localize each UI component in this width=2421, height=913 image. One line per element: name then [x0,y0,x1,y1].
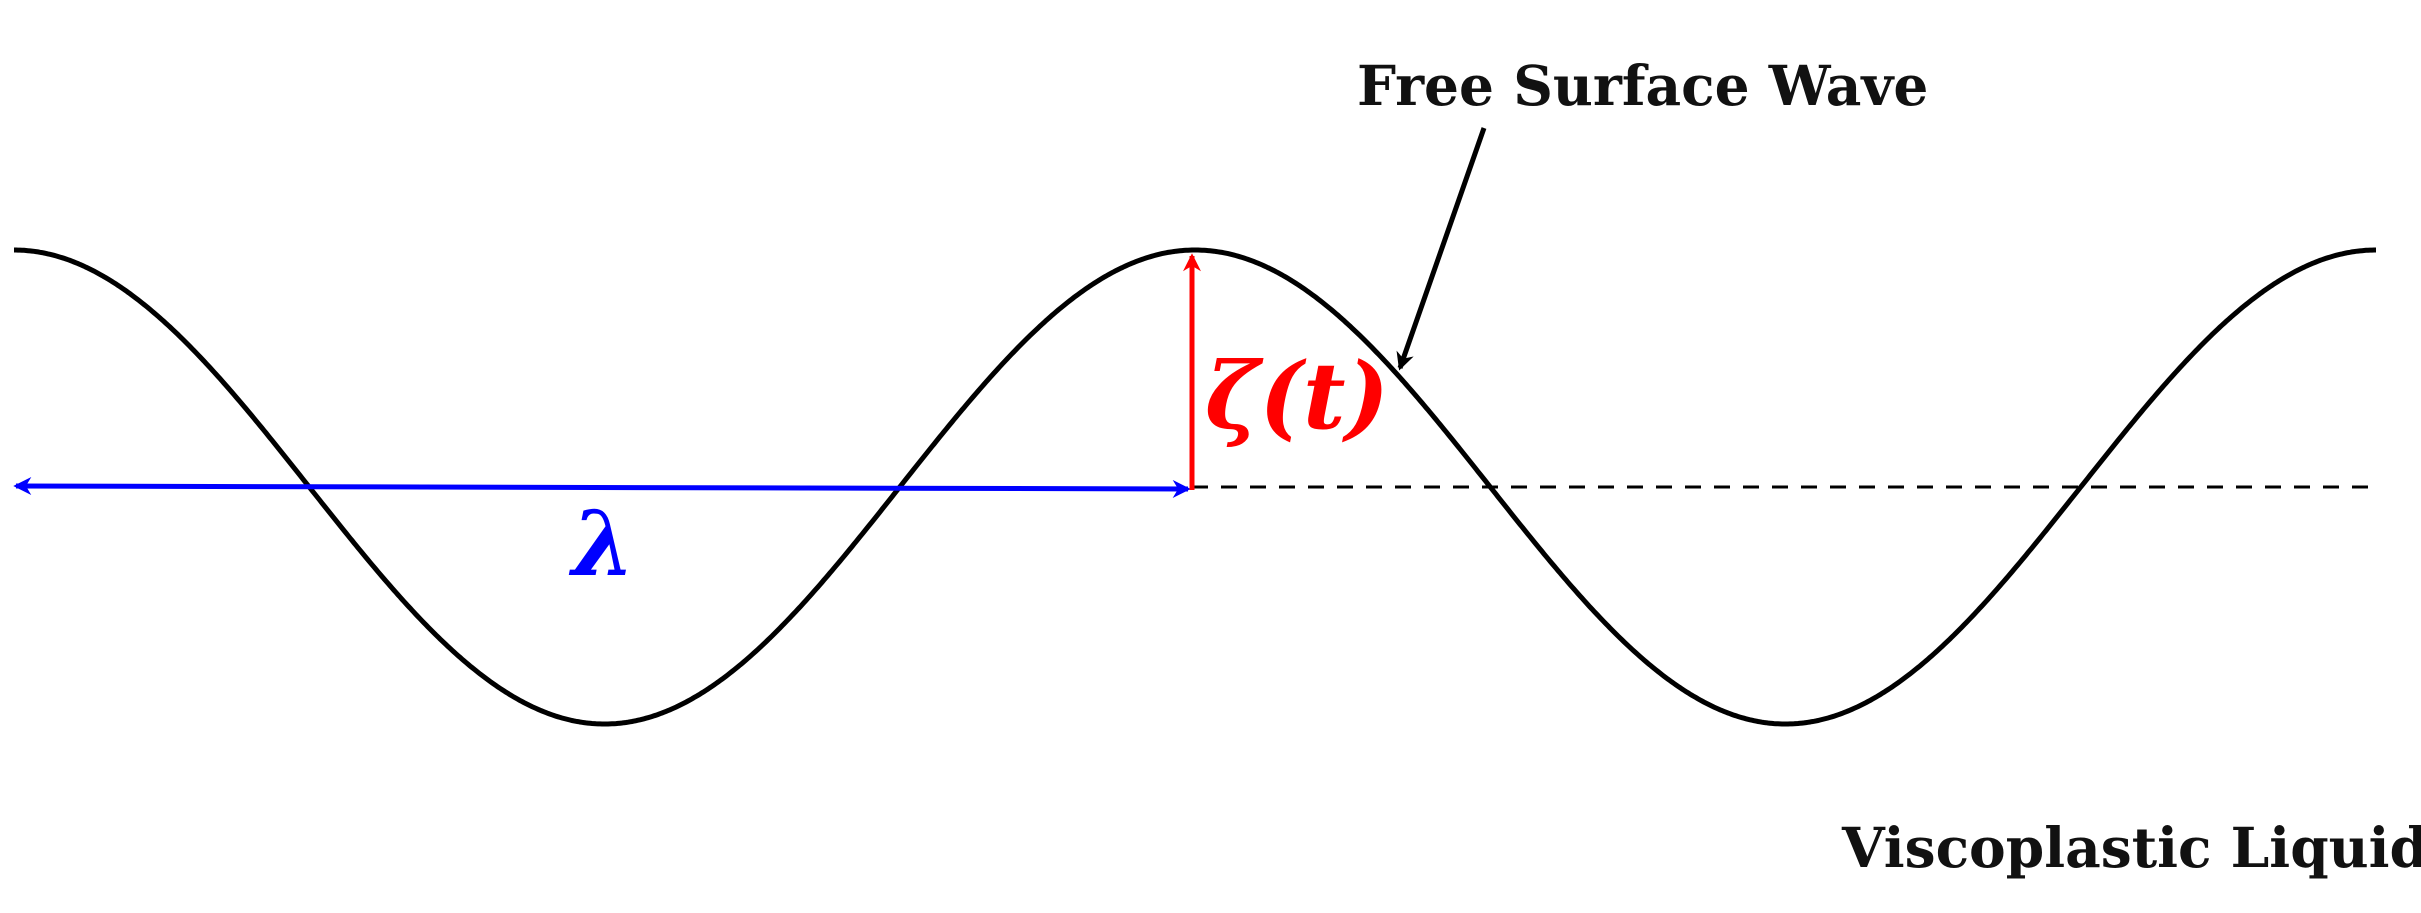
wavelength-symbol: λ [568,491,635,597]
wave-pointer-arrow [1396,127,1487,371]
free-surface-wave-label: Free Surface Wave [1357,53,1928,118]
amplitude-symbol: ζ(t) [1205,342,1389,450]
viscoplastic-liquid-label: Viscoplastic Liquid [1841,815,2421,880]
free-surface-wave-curve [14,247,2376,727]
wavelength-arrow [13,477,1191,498]
